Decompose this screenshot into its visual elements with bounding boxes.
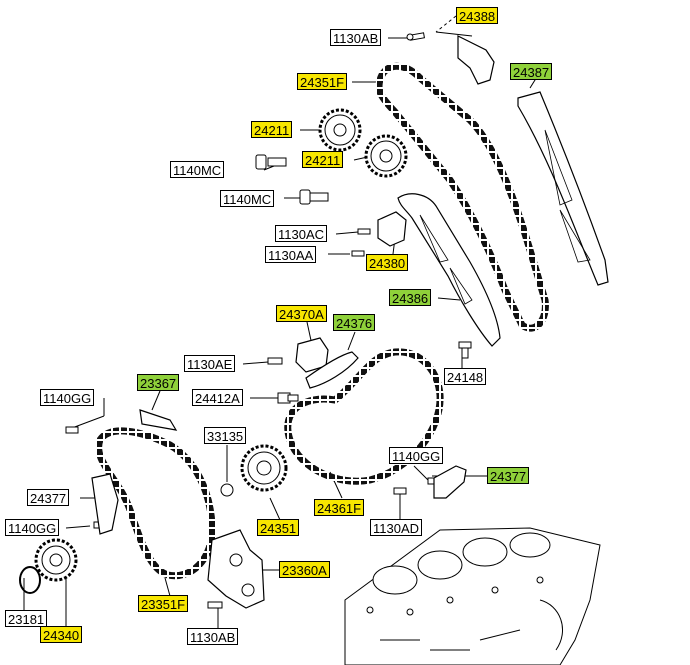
crank-sprocket [240, 444, 288, 492]
label-24361f[interactable]: 24361F [314, 499, 365, 516]
label-24376[interactable]: 24376 [333, 314, 376, 331]
label-24412a[interactable]: 24412A [192, 389, 243, 406]
label-1140mc-b[interactable]: 1140MC [220, 190, 275, 207]
label-1130ab-bottom[interactable]: 1130AB [187, 628, 239, 645]
lower-timing-chain [95, 427, 216, 580]
label-24148[interactable]: 24148 [444, 368, 487, 385]
label-1140mc-a[interactable]: 1140MC [170, 161, 225, 178]
cam-sprocket-lower [364, 134, 408, 178]
top-tensioner [457, 35, 495, 85]
lower-left-guide [91, 473, 119, 535]
label-24340[interactable]: 24340 [40, 626, 83, 643]
lower-sprocket [34, 538, 78, 582]
label-1130ac[interactable]: 1130AC [275, 225, 328, 242]
label-24388[interactable]: 24388 [456, 7, 499, 24]
middle-guide [305, 351, 359, 389]
label-24377-left[interactable]: 24377 [27, 489, 70, 506]
middle-timing-chain [284, 348, 444, 485]
upper-chain-tensioner [377, 211, 407, 247]
label-1140gg-right[interactable]: 1140GG [389, 447, 444, 464]
label-24211-b[interactable]: 24211 [302, 151, 344, 168]
label-23360a[interactable]: 23360A [279, 561, 330, 578]
label-1130ae[interactable]: 1130AE [184, 355, 236, 372]
label-24387[interactable]: 24387 [510, 63, 553, 80]
label-24380[interactable]: 24380 [366, 254, 409, 271]
label-1140gg-low[interactable]: 1140GG [5, 519, 60, 536]
upper-timing-chain [375, 62, 549, 332]
label-1130aa[interactable]: 1130AA [265, 246, 317, 263]
middle-right-guide [433, 465, 467, 499]
label-24370a[interactable]: 24370A [276, 305, 327, 322]
label-24351f[interactable]: 24351F [297, 73, 348, 90]
label-23367[interactable]: 23367 [137, 374, 180, 391]
label-24377-right[interactable]: 24377 [487, 467, 530, 484]
label-23181[interactable]: 23181 [5, 610, 48, 627]
label-24351[interactable]: 24351 [257, 519, 300, 536]
washer [220, 483, 234, 497]
label-24386[interactable]: 24386 [389, 289, 432, 306]
cam-sprocket-upper [318, 108, 362, 152]
label-23351f[interactable]: 23351F [138, 595, 189, 612]
lower-tensioner-bracket [207, 529, 265, 609]
label-1140gg-left[interactable]: 1140GG [40, 389, 95, 406]
engine-block [344, 527, 601, 665]
label-33135[interactable]: 33135 [204, 427, 247, 444]
upper-chain-guide [397, 193, 501, 347]
bolts [65, 32, 472, 609]
oil-seal [19, 566, 41, 594]
lower-upper-guide [139, 409, 178, 431]
label-1130ad[interactable]: 1130AD [370, 519, 423, 536]
label-1130ab-top[interactable]: 1130AB [330, 29, 382, 46]
upper-tensioner-guide [517, 91, 609, 286]
label-24211-a[interactable]: 24211 [251, 121, 293, 138]
